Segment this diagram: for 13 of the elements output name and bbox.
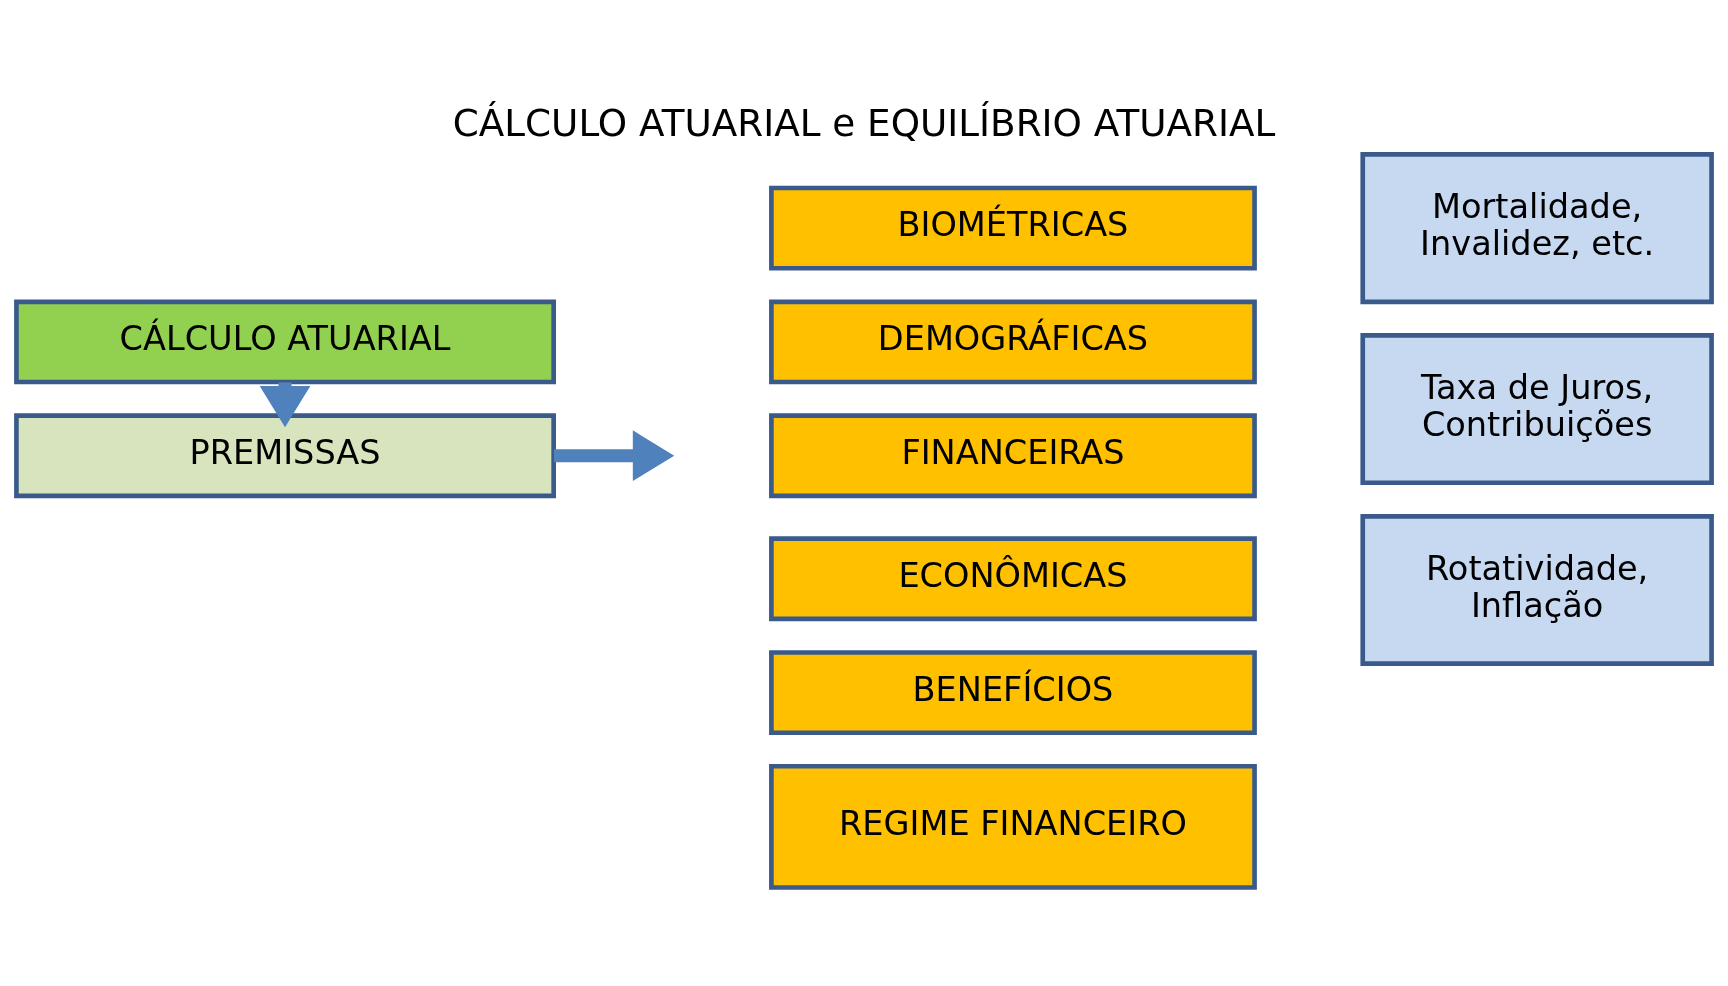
node-box: PREMISSAS (14, 413, 556, 499)
arrow (553, 430, 675, 482)
node-box: DEMOGRÁFICAS (769, 299, 1257, 385)
node-box: Rotatividade, Inflação (1360, 514, 1714, 667)
node-box: FINANCEIRAS (769, 413, 1257, 499)
node-box: Mortalidade, Invalidez, etc. (1360, 152, 1714, 305)
node-box: BIOMÉTRICAS (769, 185, 1257, 271)
node-box: BENEFÍCIOS (769, 650, 1257, 736)
node-box: REGIME FINANCEIRO (769, 763, 1257, 890)
node-box: Taxa de Juros, Contribuições (1360, 333, 1714, 486)
diagram-title: CÁLCULO ATUARIAL e EQUILÍBRIO ATUARIAL (452, 100, 1276, 145)
node-box: CÁLCULO ATUARIAL (14, 299, 556, 385)
node-box: ECONÔMICAS (769, 536, 1257, 622)
